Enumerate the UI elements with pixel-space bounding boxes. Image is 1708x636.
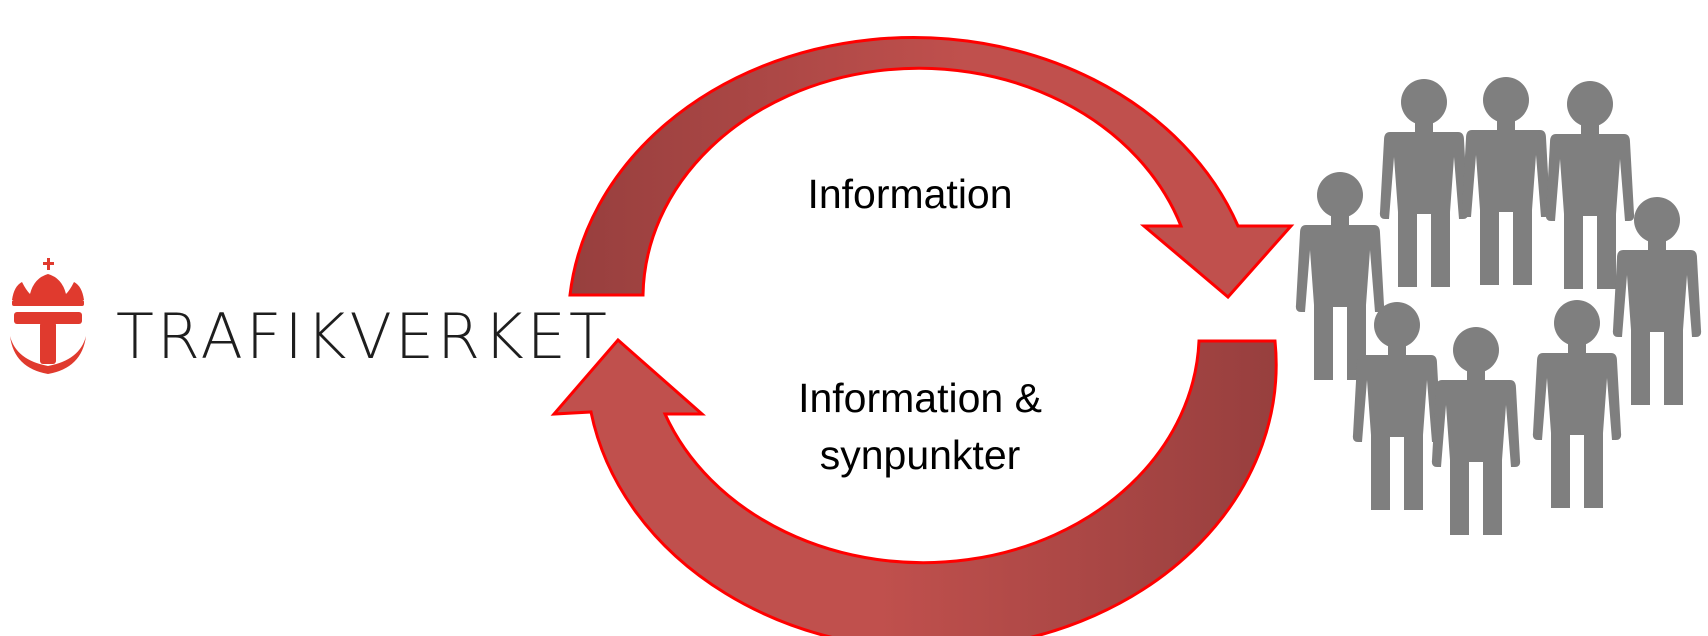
info-label-bottom-line2: synpunkter — [820, 432, 1021, 478]
cycle-diagram: Information Information & synpunkter — [550, 36, 1295, 636]
top-arrow — [568, 36, 1295, 300]
person-icon — [1532, 300, 1622, 508]
person-icon — [1461, 77, 1551, 285]
person-icon — [1431, 327, 1521, 535]
info-label-bottom-line1: Information & — [798, 375, 1042, 421]
person-icon — [1612, 197, 1702, 405]
trafikverket-logo: TRAFIKVERKET — [10, 258, 610, 374]
bottom-arrow — [550, 337, 1278, 636]
person-icon — [1379, 79, 1469, 287]
person-icon — [1352, 302, 1442, 510]
people-group — [1295, 77, 1702, 535]
person-icon — [1295, 172, 1385, 380]
wordmark: TRAFIKVERKET — [116, 300, 610, 373]
crowned-t-emblem-icon — [10, 258, 86, 374]
info-label-top: Information — [807, 171, 1012, 217]
